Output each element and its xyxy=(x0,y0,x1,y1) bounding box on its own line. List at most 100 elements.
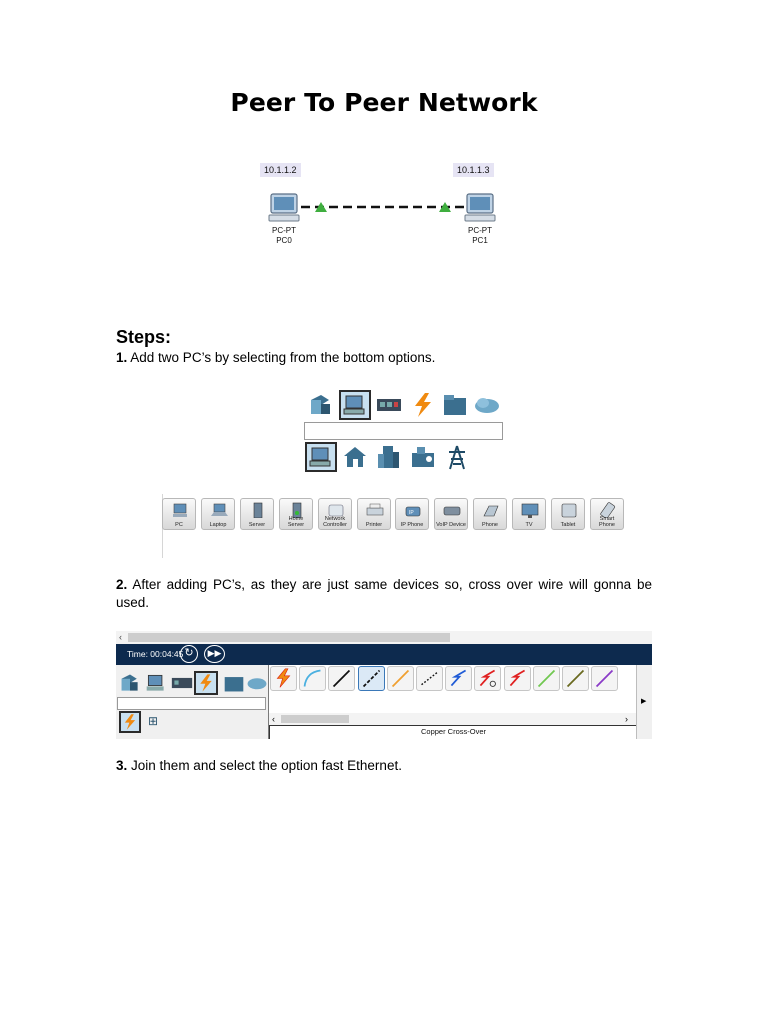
device-tile[interactable]: Home Server xyxy=(279,498,313,530)
multiuser-icon[interactable] xyxy=(246,672,268,694)
sim-search-field[interactable] xyxy=(117,697,266,710)
cable-tooltip: Copper Cross-Over xyxy=(420,727,487,736)
device-icon: IP xyxy=(405,506,421,517)
device-search-field[interactable] xyxy=(304,422,503,440)
panel-expand-arrow-icon[interactable]: ▶ xyxy=(641,698,647,705)
device-tile[interactable]: VoIP Device xyxy=(434,498,468,530)
device-icon xyxy=(253,502,263,518)
power-cycle-button[interactable]: ↻ xyxy=(180,645,198,663)
device-tile[interactable]: Printer xyxy=(357,498,391,530)
device-label: Printer xyxy=(365,522,383,528)
cable-octal-icon[interactable] xyxy=(533,666,560,691)
cable-phone-icon[interactable] xyxy=(416,666,443,691)
home-icon[interactable] xyxy=(341,444,369,470)
cable-subcategory-selected[interactable] xyxy=(119,711,141,733)
device-tile[interactable]: PC xyxy=(162,498,196,530)
svg-text:IP: IP xyxy=(409,510,414,516)
cable-usb-icon[interactable] xyxy=(591,666,618,691)
device-label: Server xyxy=(248,522,266,528)
device-label: Phone xyxy=(482,522,498,528)
grid-view-icon[interactable]: ⊞ xyxy=(148,714,159,728)
end-devices-icon xyxy=(309,447,331,467)
pc1-icon[interactable] xyxy=(463,192,501,224)
pc0-ip-label: 10.1.1.2 xyxy=(260,163,301,177)
device-tile[interactable]: IP IP Phone xyxy=(395,498,429,530)
end-devices-icon[interactable] xyxy=(144,672,168,694)
misc-icon[interactable] xyxy=(222,672,246,694)
device-tile[interactable]: Laptop xyxy=(201,498,235,530)
cable-scroll-left-icon[interactable]: ‹ xyxy=(272,714,275,724)
industrial-icon[interactable] xyxy=(409,444,437,470)
device-tile[interactable]: Server xyxy=(240,498,274,530)
step-3: 3. Join them and select the option fast … xyxy=(116,757,652,775)
pc0-label: PC-PT PC0 xyxy=(264,226,304,246)
pc1-name: PC1 xyxy=(472,236,488,245)
device-label: IP Phone xyxy=(400,522,424,528)
device-icon xyxy=(328,504,344,517)
device-icon xyxy=(292,502,302,518)
cable-automatic-icon[interactable] xyxy=(270,666,297,691)
cross-over-link[interactable] xyxy=(299,198,471,214)
cable-copper-straight-icon[interactable] xyxy=(328,666,355,691)
time-bar: Time: 00:04:45 ↻ ▶▶ xyxy=(116,644,652,665)
pc1-ip-label: 10.1.1.3 xyxy=(453,163,494,177)
cable-scrollbar[interactable]: ‹ › xyxy=(269,713,636,725)
device-tile[interactable]: Phone xyxy=(473,498,507,530)
pc1-type: PC-PT xyxy=(468,226,492,235)
power-grid-icon[interactable] xyxy=(443,444,471,470)
cable-glyph xyxy=(276,668,291,688)
step-2-text: After adding PC’s, as they are just same… xyxy=(116,577,652,610)
cable-glyph xyxy=(595,669,614,688)
network-devices-icon[interactable] xyxy=(307,392,335,418)
components-icon[interactable] xyxy=(170,672,194,694)
device-icon xyxy=(443,506,461,516)
misc-icon[interactable] xyxy=(441,392,469,418)
device-tile[interactable]: TV xyxy=(512,498,546,530)
cable-console-icon[interactable] xyxy=(299,666,326,691)
device-label: PC xyxy=(175,522,183,528)
cable-scroll-right-icon[interactable]: › xyxy=(625,714,628,724)
cable-glyph xyxy=(566,669,585,688)
cable-fiber-icon[interactable] xyxy=(387,666,414,691)
cable-scrollbar-thumb[interactable] xyxy=(281,715,349,723)
cable-coaxial-icon[interactable] xyxy=(445,666,472,691)
device-tile[interactable]: Network Controller xyxy=(318,498,352,530)
device-icon xyxy=(483,505,499,517)
step-3-number: 3. xyxy=(116,758,128,773)
device-label: Smart Phone xyxy=(599,516,615,528)
connections-icon xyxy=(200,674,212,692)
pc0-icon[interactable] xyxy=(267,192,305,224)
cable-iot-icon[interactable] xyxy=(562,666,589,691)
device-subcategory-toolbar xyxy=(305,442,475,472)
end-devices-sub-selected[interactable] xyxy=(305,442,337,472)
multiuser-icon[interactable] xyxy=(473,392,501,418)
device-label: TV xyxy=(525,522,533,528)
cable-glyph xyxy=(537,669,556,688)
components-icon[interactable] xyxy=(375,392,403,418)
fast-forward-button[interactable]: ▶▶ xyxy=(204,645,225,663)
device-label: Tablet xyxy=(560,522,576,528)
cable-glyph xyxy=(421,671,438,686)
device-tile[interactable]: Smart Phone xyxy=(590,498,624,530)
device-category-toolbar xyxy=(305,390,505,422)
cable-copper-cross-over-icon[interactable] xyxy=(358,666,385,691)
device-icon xyxy=(211,503,228,516)
cable-serial-dte-icon[interactable] xyxy=(504,666,531,691)
cable-glyph xyxy=(332,669,351,688)
connections-selected[interactable] xyxy=(194,671,218,695)
device-label: Laptop xyxy=(209,522,227,528)
end-devices-selected[interactable] xyxy=(339,390,371,420)
connections-icon[interactable] xyxy=(409,392,437,418)
device-tile[interactable]: Tablet xyxy=(551,498,585,530)
pc0-port-indicator xyxy=(315,202,327,212)
cable-serial-dce-icon[interactable] xyxy=(474,666,501,691)
device-icon xyxy=(366,503,384,516)
step-3-text: Join them and select the option fast Eth… xyxy=(131,758,402,773)
scroll-left-arrow-icon[interactable]: ‹ xyxy=(119,632,122,642)
workspace-scrollbar[interactable]: ‹ xyxy=(116,631,652,645)
scrollbar-thumb[interactable] xyxy=(128,633,450,642)
cable-glyph xyxy=(362,669,381,688)
building-icon[interactable] xyxy=(375,444,403,470)
pc1-port-indicator xyxy=(439,202,451,212)
network-devices-icon[interactable] xyxy=(118,672,142,694)
